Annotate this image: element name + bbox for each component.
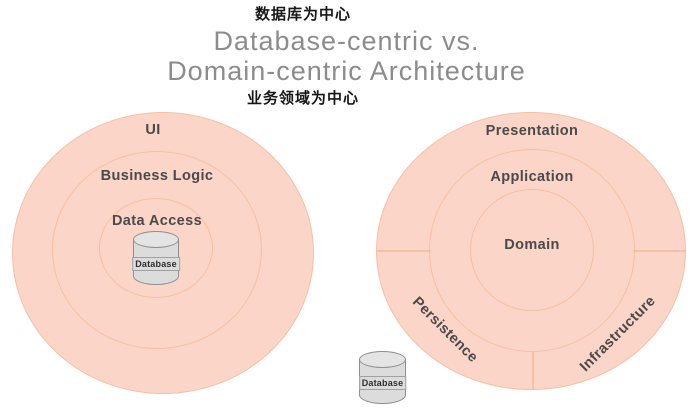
application-ring-label: Application xyxy=(490,169,574,185)
business-logic-ring-circle xyxy=(52,151,262,349)
external-database-cylinder: Database xyxy=(358,351,407,404)
database-label: Database xyxy=(132,257,180,271)
divider-line-bottom xyxy=(532,351,534,389)
inner-database-cylinder: Database xyxy=(132,231,180,285)
domain-ring-circle xyxy=(470,189,594,311)
divider-line-right xyxy=(633,250,685,252)
business-logic-ring-label: Business Logic xyxy=(100,168,214,184)
ui-ring-label: UI xyxy=(145,122,161,138)
domain-ring-label: Domain xyxy=(504,237,560,253)
title-line-1: Database-centric vs. xyxy=(213,26,480,56)
data-access-ring-label: Data Access xyxy=(111,213,203,229)
subtitle-domain-centric-cn: 业务领域为中心 xyxy=(246,90,359,107)
cylinder-top-ellipse xyxy=(359,351,406,368)
database-label: Database xyxy=(358,376,407,390)
domain-centric-diagram: Presentation Application Domain Persiste… xyxy=(376,112,686,390)
database-centric-diagram: UI Business Logic Data Access Database xyxy=(12,112,314,394)
divider-line-left xyxy=(377,250,431,252)
title-line-2: Domain-centric Architecture xyxy=(167,56,526,86)
cylinder-top-ellipse xyxy=(133,231,179,248)
data-access-ring-circle xyxy=(99,198,213,298)
page-title: Database-centric vs. Domain-centric Arch… xyxy=(0,26,693,86)
subtitle-database-centric-cn: 数据库为中心 xyxy=(254,6,351,23)
presentation-ring-label: Presentation xyxy=(485,123,579,139)
